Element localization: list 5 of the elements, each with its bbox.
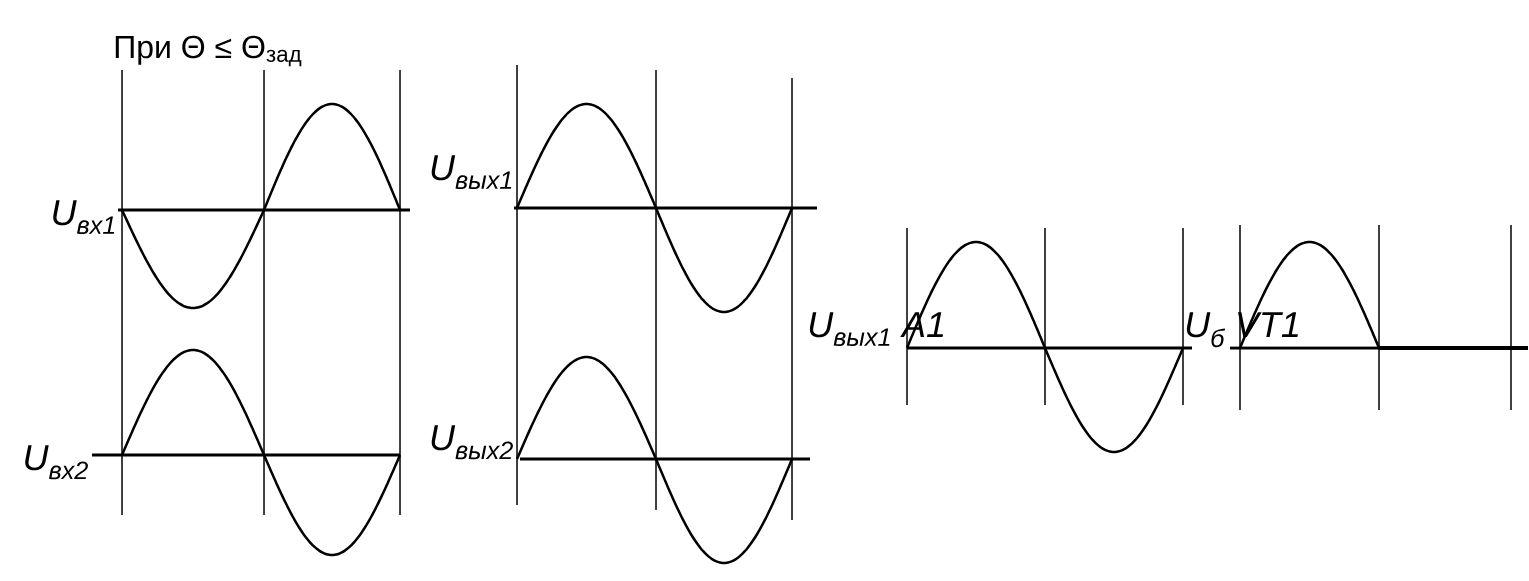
signal-label: U$_{вых2}$ xyxy=(431,425,513,460)
signal-label: U$_{вых1}$ xyxy=(431,155,512,189)
signal-label: U$_{вх1}$ xyxy=(53,200,115,234)
signal-label: U$_{вх2}$ xyxy=(25,445,88,480)
title: При Θ ≤ Θ$_{зад}$ xyxy=(115,35,302,67)
